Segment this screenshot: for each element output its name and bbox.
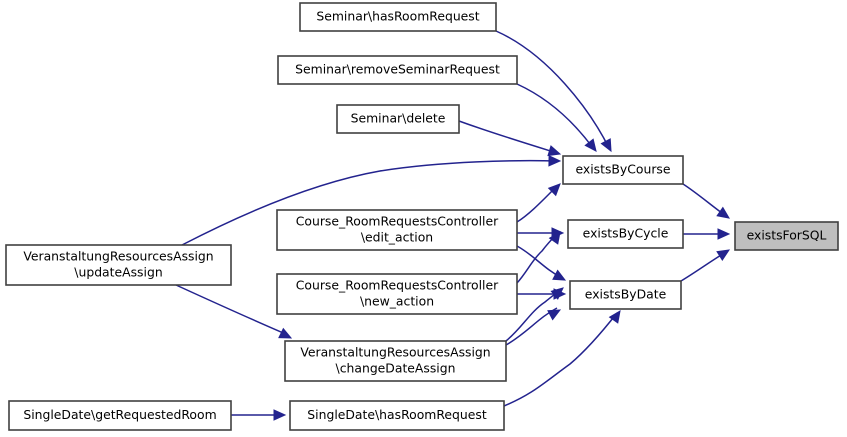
- node-label: Seminar\hasRoomRequest: [316, 9, 479, 24]
- edge-singleDateHasRoomRequest-to-existsByDate: [503, 312, 618, 407]
- node-box[interactable]: [276, 273, 518, 315]
- node-label: existsByDate: [585, 287, 666, 302]
- node-box[interactable]: [277, 55, 518, 85]
- node-label: existsForSQL: [747, 228, 827, 243]
- node-veranstaltungResourcesAssignChangeDate[interactable]: VeranstaltungResourcesAssign\changeDateA…: [284, 340, 507, 382]
- node-singleDateHasRoomRequest[interactable]: SingleDate\hasRoomRequest: [289, 400, 505, 431]
- node-box[interactable]: [299, 2, 497, 32]
- node-box[interactable]: [284, 340, 507, 382]
- nodes-layer: Seminar\hasRoomRequestSeminar\removeSemi…: [5, 2, 839, 431]
- node-seminarDelete[interactable]: Seminar\delete: [336, 104, 460, 134]
- node-courseRoomRequestsControllerEdit[interactable]: Course_RoomRequestsController\edit_actio…: [276, 209, 518, 251]
- arrowhead: [600, 138, 612, 153]
- arrowhead: [552, 269, 567, 281]
- node-label: \changeDateAssign: [336, 361, 456, 376]
- node-veranstaltungResourcesAssignUpdate[interactable]: VeranstaltungResourcesAssign\updateAssig…: [5, 244, 232, 286]
- node-label: SingleDate\getRequestedRoom: [23, 407, 216, 422]
- node-box[interactable]: [562, 155, 684, 185]
- node-courseRoomRequestsControllerNew[interactable]: Course_RoomRequestsController\new_action: [276, 273, 518, 315]
- node-box[interactable]: [336, 104, 460, 134]
- edge-seminarHasRoomRequest-to-existsByCourse: [495, 30, 610, 149]
- arrowhead: [278, 327, 293, 339]
- node-existsByDate[interactable]: existsByDate: [569, 280, 682, 310]
- arrowhead: [547, 309, 562, 321]
- arrowhead: [547, 183, 561, 197]
- arrowhead: [548, 155, 562, 167]
- node-label: SingleDate\hasRoomRequest: [307, 407, 487, 422]
- node-label: existsByCycle: [583, 226, 669, 241]
- node-singleDateGetRequestedRoom[interactable]: SingleDate\getRequestedRoom: [8, 400, 232, 431]
- arrowhead: [547, 145, 562, 157]
- node-label: existsByCourse: [575, 162, 670, 177]
- edge-seminarDelete-to-existsByCourse: [458, 120, 558, 154]
- node-label: \edit_action: [361, 230, 433, 245]
- arrowhead: [273, 409, 287, 421]
- node-box[interactable]: [289, 400, 505, 431]
- arrowhead: [550, 287, 564, 300]
- edge-veranstaltungResourcesAssignUpdate-to-existsByCourse: [181, 159, 558, 246]
- arrowhead: [608, 310, 621, 324]
- node-label: Course_RoomRequestsController: [296, 278, 499, 293]
- node-seminarHasRoomRequest[interactable]: Seminar\hasRoomRequest: [299, 2, 497, 32]
- node-existsByCourse[interactable]: existsByCourse: [562, 155, 684, 185]
- node-box[interactable]: [8, 400, 232, 431]
- arrowhead: [716, 249, 731, 261]
- node-label: \new_action: [360, 294, 434, 309]
- node-label: \updateAssign: [74, 265, 162, 280]
- node-box[interactable]: [569, 280, 682, 310]
- node-label: Seminar\delete: [351, 111, 446, 126]
- node-existsForSQL[interactable]: existsForSQL: [734, 221, 839, 251]
- edge-veranstaltungResourcesAssignUpdate-to-veranstaltungResourcesAssignChangeDate: [175, 284, 289, 336]
- node-existsByCycle[interactable]: existsByCycle: [567, 219, 684, 249]
- node-label: VeranstaltungResourcesAssign: [300, 345, 490, 360]
- node-box[interactable]: [567, 219, 684, 249]
- node-seminarRemoveSeminarRequest[interactable]: Seminar\removeSeminarRequest: [277, 55, 518, 85]
- node-box[interactable]: [276, 209, 518, 251]
- node-label: Seminar\removeSeminarRequest: [295, 62, 500, 77]
- arrowhead: [717, 228, 731, 240]
- node-label: VeranstaltungResourcesAssign: [23, 249, 213, 264]
- arrowhead: [584, 138, 597, 152]
- edge-seminarRemoveSeminarRequest-to-existsByCourse: [516, 83, 594, 149]
- arrowheads-layer: [273, 138, 731, 421]
- node-box[interactable]: [5, 244, 232, 286]
- arrowhead: [551, 227, 565, 239]
- node-box[interactable]: [734, 221, 839, 251]
- node-label: Course_RoomRequestsController: [296, 214, 499, 229]
- arrowhead: [716, 206, 730, 219]
